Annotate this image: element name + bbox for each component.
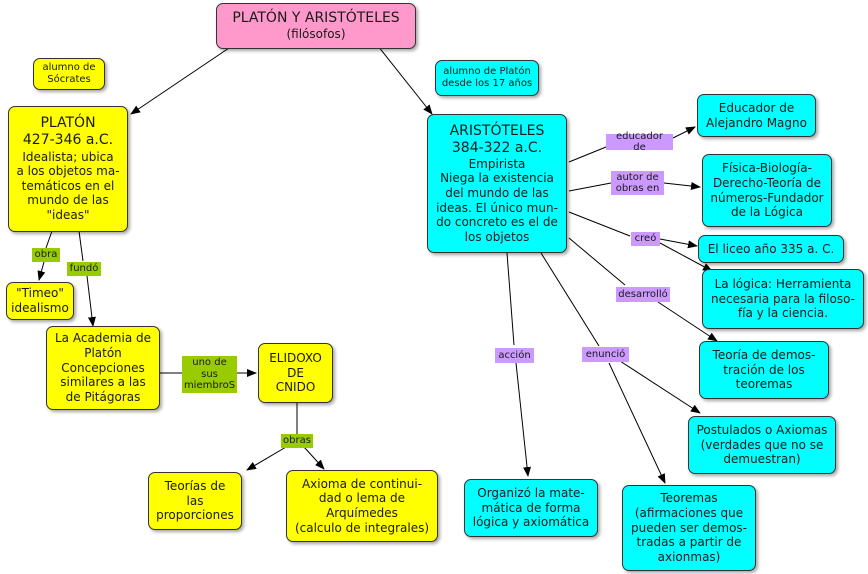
organizo-node[interactable]: Organizó la mate- mática de forma lógica…: [464, 479, 598, 537]
edge-ar-enuncio: [540, 252, 600, 347]
edge-enuncio-postulados: [619, 360, 701, 414]
eudoxo-node[interactable]: ELIDOXO DE CNIDO: [258, 343, 333, 403]
link-educador: educador de: [606, 131, 673, 153]
title-line2: (filósofos): [286, 27, 346, 42]
edge-creo-logica: [659, 242, 713, 272]
edge-plato-fundo: [78, 230, 84, 262]
timeo-node[interactable]: "Timeo" idealismo: [6, 282, 74, 320]
link-accion: acción: [495, 348, 534, 363]
edge-ar-desarrollo: [568, 237, 626, 286]
title-line1: PLATÓN Y ARISTÓTELES: [232, 10, 400, 27]
link-creo: creó: [631, 232, 660, 246]
edge-accion-organizo: [515, 362, 532, 477]
edge-plato-obra: [45, 230, 53, 249]
teoremas-node[interactable]: Teoremas (afirmaciones que pueden ser de…: [622, 485, 756, 571]
edge-autor-fisica: [663, 182, 701, 190]
plato-node[interactable]: PLATÓN 427-346 a.C. Idealista; ubica a l…: [8, 106, 128, 232]
edge-obra-timeo: [37, 261, 46, 281]
axioma-node[interactable]: Axioma de continui- dad o lema de Arquím…: [286, 470, 438, 542]
edge-title-aristotle: [377, 45, 433, 115]
edge-fundo-academia: [86, 275, 96, 327]
edge-obras-axioma: [303, 446, 325, 470]
edge-ar-accion: [506, 252, 515, 346]
liceo-node[interactable]: El liceo año 335 a. C.: [698, 235, 844, 263]
note-socrates[interactable]: alumno de Sócrates: [33, 58, 105, 90]
teorias-node[interactable]: Teorías de las proporciones: [148, 472, 242, 530]
postulados-node[interactable]: Postulados o Axiomas (verdades que no se…: [688, 416, 836, 474]
aristotle-node[interactable]: ARISTÓTELES 384-322 a.C. Empirista Niega…: [427, 114, 567, 253]
edge-desarrollo-teoria: [657, 301, 718, 342]
edge-enuncio-teoremas: [608, 362, 666, 484]
link-miembro: uno de sus miembroS: [182, 356, 237, 393]
fisica-node[interactable]: Física-Biología- Derecho-Teoría de númer…: [702, 154, 832, 227]
link-obra: obra: [32, 248, 60, 262]
academia-node[interactable]: La Academia de Platón Concepciones simil…: [46, 326, 160, 410]
edge-ar-educador: [568, 146, 607, 163]
edge-title-plato: [130, 45, 233, 115]
edge-obras-teorias: [246, 446, 287, 471]
link-obras: obras: [281, 434, 313, 448]
edge-ar-autor: [568, 182, 612, 192]
title-node[interactable]: PLATÓN Y ARISTÓTELES (filósofos): [216, 3, 416, 49]
edge-creo-liceo: [659, 238, 698, 249]
logica-node[interactable]: La lógica: Herramienta necesaria para la…: [702, 269, 864, 329]
link-autor: autor de obras en: [611, 171, 664, 195]
edge-ar-creo: [568, 211, 631, 237]
teoria-demostracion-node[interactable]: Teoría de demos- tración de los teoremas: [699, 341, 829, 399]
alejandro-node[interactable]: Educador de Alejandro Magno: [697, 94, 816, 137]
edge-educador-alejandro: [672, 126, 696, 139]
note-aristotle-student[interactable]: alumno de Platón desde los 17 años: [435, 60, 539, 96]
link-enuncio: enunció: [582, 347, 629, 362]
link-fundo: fundó: [67, 262, 101, 276]
link-desarrollo: desarrolló: [616, 287, 670, 302]
